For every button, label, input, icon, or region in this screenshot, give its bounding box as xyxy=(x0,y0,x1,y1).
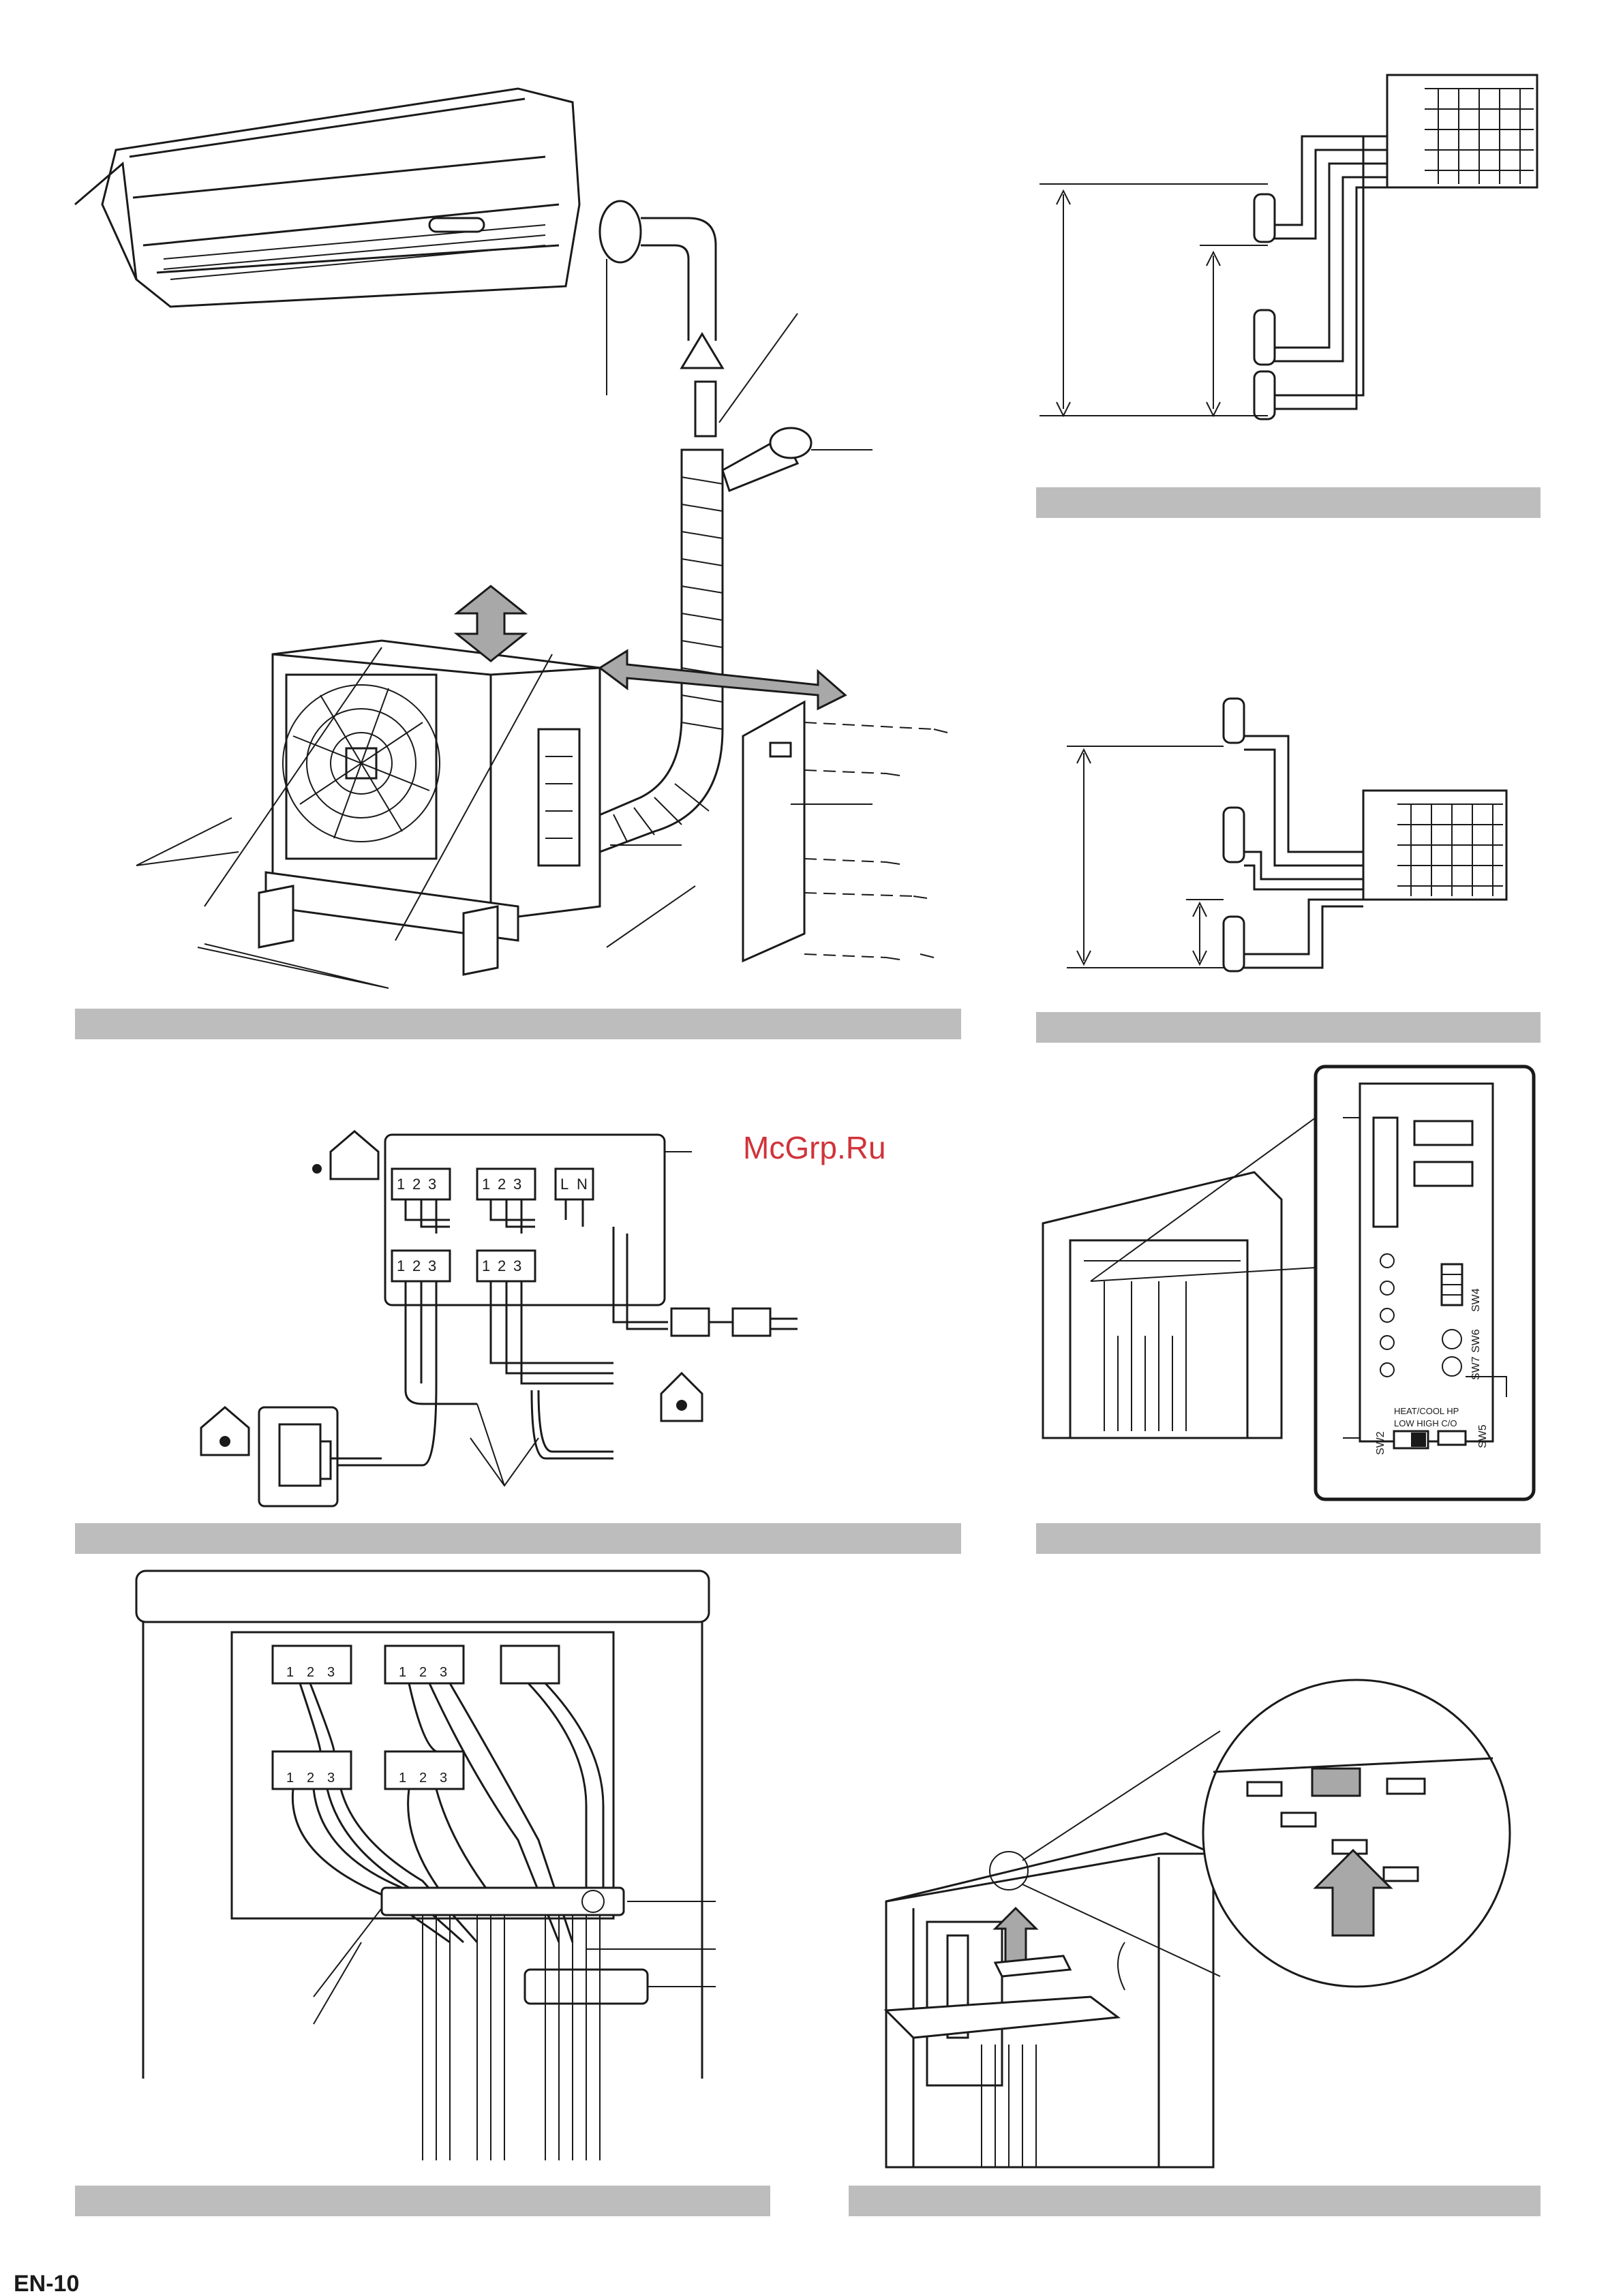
route-2-b: 2 xyxy=(419,1665,427,1680)
route-3-b: 3 xyxy=(440,1665,447,1680)
figure-height-difference-bottom xyxy=(1067,699,1506,971)
terminal-3-lower-b: 3 xyxy=(513,1257,521,1274)
route-3-a: 3 xyxy=(327,1665,335,1680)
terminal-3-lower-a: 3 xyxy=(428,1257,436,1274)
caption-bar-figure-5 xyxy=(1036,1523,1541,1554)
route-2-d: 2 xyxy=(419,1771,427,1786)
terminal-L: L xyxy=(560,1176,568,1193)
figure-height-difference-top xyxy=(1040,75,1537,419)
caption-bar-figure-4 xyxy=(75,1523,961,1554)
watermark: McGrp.Ru xyxy=(743,1130,886,1165)
figure-control-board xyxy=(1043,1067,1534,1499)
terminal-2-upper-b: 2 xyxy=(498,1176,506,1193)
figure-cable-routing xyxy=(136,1571,716,2160)
route-1-b: 1 xyxy=(399,1665,406,1680)
route-1-a: 1 xyxy=(286,1665,294,1680)
figure-unit-installation xyxy=(75,89,947,988)
terminal-3-upper-b: 3 xyxy=(513,1176,521,1193)
caption-bar-figure-3 xyxy=(1036,1012,1541,1043)
terminal-1-lower-a: 1 xyxy=(397,1257,405,1274)
label-sw5: SW5 xyxy=(1477,1424,1489,1448)
terminal-N: N xyxy=(577,1176,588,1193)
terminal-2-lower-b: 2 xyxy=(498,1257,506,1274)
label-sw6: SW6 xyxy=(1470,1329,1482,1353)
terminal-2-upper-a: 2 xyxy=(412,1176,421,1193)
route-1-c: 1 xyxy=(286,1771,294,1786)
route-1-d: 1 xyxy=(399,1771,406,1786)
caption-bar-figure-1 xyxy=(75,1009,961,1039)
caption-bar-figure-7 xyxy=(849,2186,1541,2216)
figure-cover-latch xyxy=(886,1680,1510,2167)
terminal-1-lower-b: 1 xyxy=(482,1257,490,1274)
label-sw2: SW2 xyxy=(1375,1431,1386,1455)
route-2-a: 2 xyxy=(307,1665,314,1680)
caption-bar-figure-2 xyxy=(1036,487,1541,518)
page-number: EN-10 xyxy=(14,2271,79,2296)
label-heat-cool: HEAT/COOL HP xyxy=(1394,1406,1459,1416)
route-2-c: 2 xyxy=(307,1771,314,1786)
terminal-3-upper-a: 3 xyxy=(428,1176,436,1193)
caption-bar-figure-6 xyxy=(75,2186,770,2216)
terminal-2-lower-a: 2 xyxy=(412,1257,421,1274)
terminal-1-upper-b: 1 xyxy=(482,1176,490,1193)
label-low-high: LOW HIGH C/O xyxy=(1394,1418,1457,1428)
route-3-d: 3 xyxy=(440,1771,447,1786)
label-sw4: SW4 xyxy=(1470,1288,1482,1312)
terminal-1-upper-a: 1 xyxy=(397,1176,405,1193)
label-sw7: SW7 xyxy=(1470,1356,1482,1380)
route-3-c: 3 xyxy=(327,1771,335,1786)
